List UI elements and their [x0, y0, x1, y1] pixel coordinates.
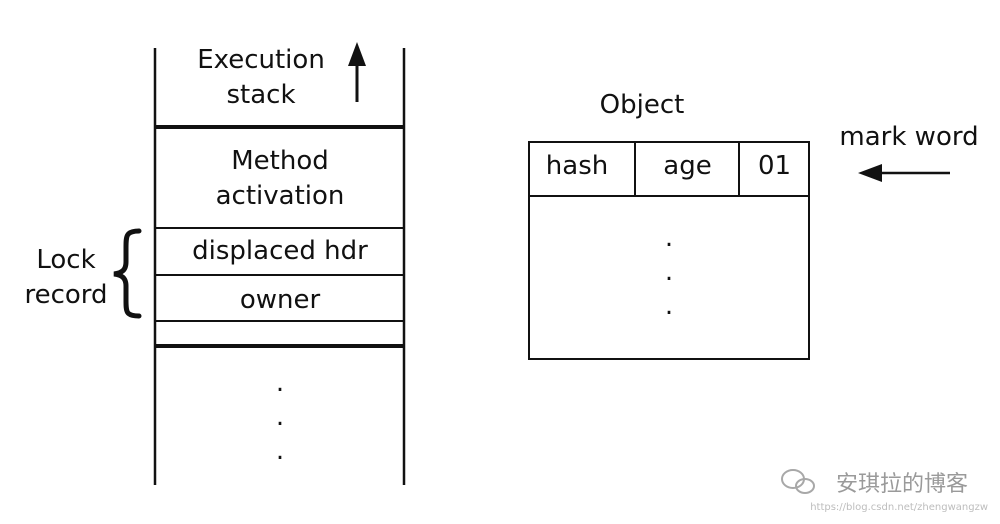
owner-cell: owner: [239, 285, 321, 315]
stack-dot: .: [275, 402, 285, 432]
method-activation-line2: activation: [215, 181, 345, 211]
mark-word-label: mark word: [839, 122, 979, 152]
object-continuation-dots: . . .: [654, 221, 684, 323]
wechat-icon: [781, 469, 815, 494]
displaced-hdr-cell: displaced hdr: [192, 236, 368, 266]
stack-dot: .: [275, 436, 285, 466]
object-dot: .: [664, 291, 674, 321]
object-box: [528, 141, 810, 360]
object-title: Object: [599, 90, 685, 120]
method-activation-cell: Method activation: [156, 144, 404, 214]
lock-record-label: Lock record: [14, 243, 118, 313]
stack-dot: .: [275, 368, 285, 398]
lock-record-line2: record: [24, 280, 108, 310]
lock-record-brace: [113, 228, 142, 319]
lock-record-line1: Lock: [36, 245, 96, 275]
watermark-url: https://blog.csdn.net/zhengwangzw: [810, 502, 988, 513]
method-activation-line1: Method: [231, 146, 329, 176]
execution-stack-title-line1: Execution: [197, 45, 325, 75]
mark-word-arrow: [858, 164, 950, 182]
execution-stack-title-line2: stack: [226, 80, 296, 110]
age-cell: age: [663, 151, 712, 181]
object-dot: .: [664, 257, 674, 287]
object-dot: .: [664, 223, 674, 253]
hash-cell: hash: [545, 151, 609, 181]
watermark-text: 安琪拉的博客: [835, 472, 968, 497]
stack-continuation-dots: . . .: [265, 366, 295, 468]
execution-stack-title: Execution stack: [186, 43, 336, 113]
bits-cell: 01: [757, 151, 792, 181]
stack-growth-arrow: [348, 42, 366, 102]
